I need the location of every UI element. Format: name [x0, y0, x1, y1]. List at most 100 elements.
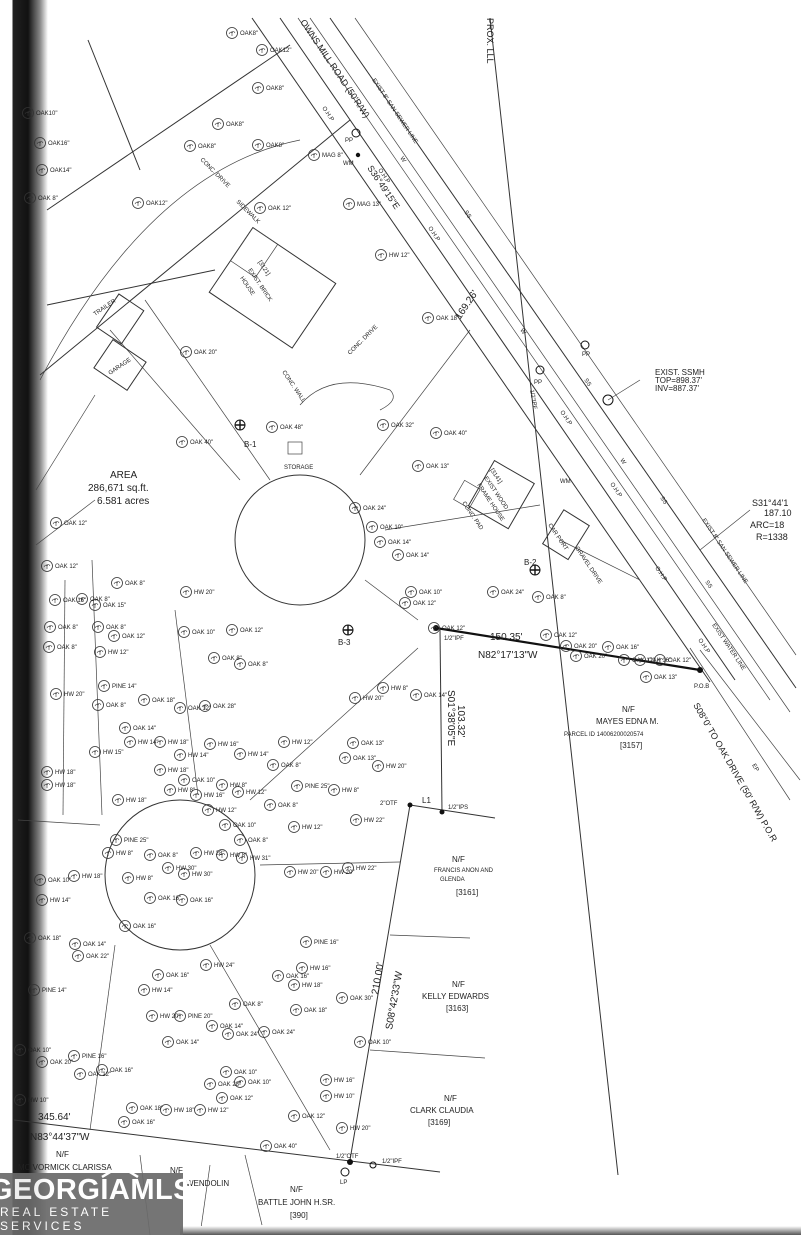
tree-glyph — [178, 440, 186, 445]
tree-symbol: OAK 12" — [428, 622, 465, 634]
west-dist-label: 210.00' — [370, 962, 386, 996]
tree-label: HW 18" — [82, 874, 102, 880]
tree-circle — [428, 622, 440, 634]
tree-label: OAK 16" — [133, 924, 156, 930]
tree-label: OAK 40" — [190, 440, 213, 446]
tree-glyph — [424, 316, 432, 321]
tree-label: HW 18" — [126, 798, 146, 804]
tree-symbol: OAK 18" — [24, 932, 61, 944]
tree-label: OAK 28" — [218, 1082, 241, 1088]
tree-label: HW 8" — [136, 876, 153, 882]
cul-de-sac-south — [104, 799, 256, 951]
tree-circle — [336, 992, 348, 1004]
trailer — [95, 293, 145, 345]
tree-circle — [339, 752, 351, 764]
tree-circle — [308, 149, 320, 161]
area-boundary-1 — [35, 394, 96, 491]
tree-label: HW 20" — [386, 764, 406, 770]
logo-subtitle: REAL ESTATE SERVICES — [0, 1205, 113, 1233]
tree-symbol: HW 20" — [50, 688, 84, 700]
wm-label: WM — [343, 161, 354, 167]
water-meter-1 — [355, 152, 361, 158]
tree-symbol: OAK 8" — [24, 192, 58, 204]
tree-label: OAK 16" — [286, 974, 309, 980]
oak-drive-label: S08°0' TO OAK DRIVE (50' R/W) P.O.R — [691, 701, 779, 844]
tree-glyph — [176, 753, 184, 758]
pp-label-1: PP — [345, 138, 353, 144]
tree-circle — [216, 1092, 228, 1104]
tree-circle — [374, 536, 386, 548]
tree-glyph — [489, 590, 497, 595]
scan-left-shadow — [0, 0, 48, 1235]
tree-label: OAK 24" — [501, 590, 524, 596]
clark-nf: N/F — [444, 1094, 457, 1103]
tree-glyph — [274, 974, 282, 979]
drive-loop — [299, 382, 394, 411]
curve-arc: ARC=18 — [750, 520, 784, 530]
tree-symbol: OAK 10" — [354, 1036, 391, 1048]
tree-circle — [487, 586, 499, 598]
tree-glyph — [238, 856, 246, 861]
tree-symbol: OAK 18" — [126, 1102, 163, 1114]
tree-symbol: HW 12" — [288, 821, 322, 833]
tree-label: HW 31" — [250, 856, 270, 862]
conc-pad-outline — [453, 479, 481, 509]
tree-circle — [92, 699, 104, 711]
tree-symbol: OAK8" — [212, 118, 244, 130]
tree-label: OAK 8" — [38, 196, 58, 202]
tree-symbol: OAK 40" — [430, 427, 467, 439]
tree-glyph — [98, 1068, 106, 1073]
tree-glyph — [162, 1108, 170, 1113]
tree-glyph — [356, 1040, 364, 1045]
conc-drive-label-2: CONC. DRIVE — [347, 324, 379, 356]
dist-169-label: 169.26' — [453, 289, 480, 322]
tree-label: HW 8" — [178, 788, 195, 794]
west-parcel-line — [46, 269, 216, 306]
tree-label: OAK 24" — [236, 1032, 259, 1038]
tree-symbol: HW 31" — [236, 852, 270, 864]
tree-circle — [300, 936, 312, 948]
tree-label: OAK 12" — [632, 658, 655, 664]
tree-symbol: OAK 12" — [226, 624, 263, 636]
tree-label: HW 14" — [138, 740, 158, 746]
tree-label: PINE 25" — [305, 784, 329, 790]
tree-glyph — [140, 988, 148, 993]
tree-circle — [266, 421, 278, 433]
tree-circle — [602, 641, 614, 653]
tree-glyph — [351, 506, 359, 511]
francis-nf: N/F — [452, 855, 465, 864]
tree-label: OAK 14" — [133, 726, 156, 732]
tree-symbol: OAK 8" — [267, 759, 301, 771]
tree-label: OAK 12" — [554, 633, 577, 639]
sewer-label-1: EXIST 8" SAN SEWER LINE — [370, 78, 418, 145]
tree-label: HW 14" — [248, 752, 268, 758]
tree-symbol: OAK 10" — [219, 819, 256, 831]
tree-label: HW 8" — [230, 783, 247, 789]
tree-glyph — [78, 597, 86, 602]
tree-glyph — [379, 686, 387, 691]
tree-symbol: OAK 24" — [222, 1028, 259, 1040]
tree-circle — [144, 892, 156, 904]
tree-glyph — [182, 350, 190, 355]
tree-label: OAK 18" — [304, 1008, 327, 1014]
tree-circle — [122, 872, 134, 884]
tree-circle — [422, 312, 434, 324]
tree-circle — [24, 932, 36, 944]
tree-symbol: OAK 8" — [208, 652, 242, 664]
tree-glyph — [36, 878, 44, 883]
tree-circle — [232, 786, 244, 798]
tree-glyph — [266, 803, 274, 808]
road-centerline — [297, 17, 771, 701]
internal-line-2 — [259, 861, 401, 866]
tree-glyph — [344, 866, 352, 871]
tree-glyph — [292, 1008, 300, 1013]
tree-label: PINE 16" — [314, 940, 338, 946]
tree-glyph — [302, 940, 310, 945]
tree-glyph — [208, 1024, 216, 1029]
neighbor-parcels: N/F MAYES EDNA M. PARCEL ID 140062000205… — [18, 705, 659, 1220]
boring-b1 — [234, 419, 246, 431]
tree-symbol: OAK 40" — [176, 436, 213, 448]
tree-symbol: PINE 20" — [174, 1010, 212, 1022]
tree-glyph — [45, 645, 53, 650]
